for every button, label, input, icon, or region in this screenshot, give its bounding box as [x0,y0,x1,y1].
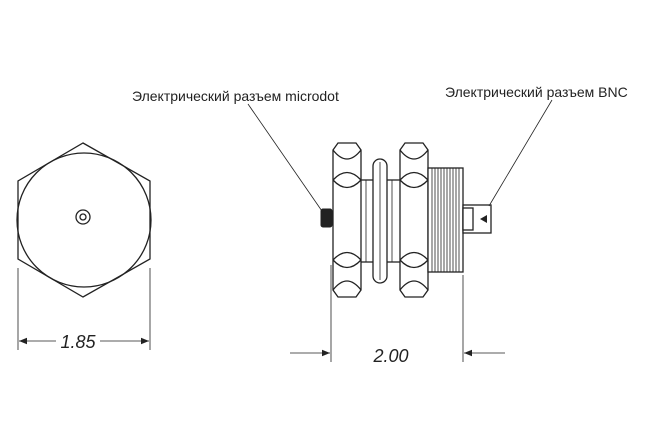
threaded-body [427,167,464,273]
bnc-label: Электрический разъем BNC [445,84,628,100]
side-view: 2.00 [290,142,505,366]
length-dimension-label: 2.00 [372,346,408,366]
end-view-body-circle [16,152,152,288]
width-dimension-label: 1.85 [60,332,96,352]
microdot-label: Электрический разъем microdot [132,88,339,104]
end-view-pin-outer [75,209,91,225]
bnc-pin-tip [480,215,487,223]
end-view-pin-inner [79,213,87,221]
thread-lines [431,168,460,272]
nut-left [332,142,362,298]
end-view-hexagon [17,142,151,298]
end-view: 1.85 [16,142,152,352]
bnc-stub-collar [462,207,474,231]
nut-right [399,142,429,298]
width-label-bg [56,328,100,352]
microdot-leader [247,103,325,215]
bnc-leader [488,99,553,207]
